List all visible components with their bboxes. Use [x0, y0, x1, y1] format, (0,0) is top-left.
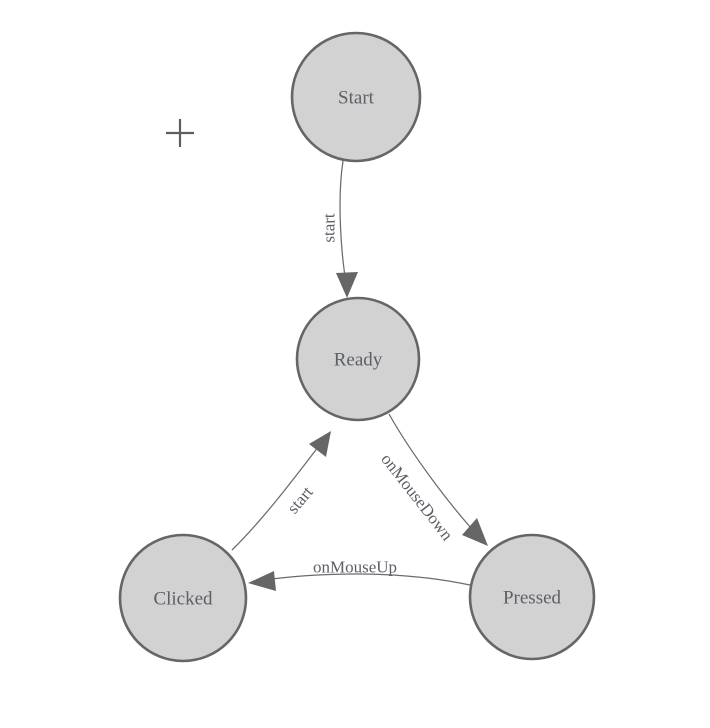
arrowhead-ready-to-pressed-icon: [462, 518, 488, 546]
arrowhead-start-to-ready-icon: [336, 272, 358, 298]
node-circle-pressed[interactable]: [468, 533, 596, 661]
edge-pressed-to-clicked[interactable]: onMouseUp: [248, 558, 471, 592]
node-circle-clicked[interactable]: [118, 533, 248, 663]
arrowhead-pressed-to-clicked-icon: [248, 571, 276, 591]
node-start[interactable]: Start: [290, 31, 422, 163]
edge-label-pressed-to-clicked: onMouseUp: [313, 558, 397, 577]
node-ready[interactable]: Ready: [295, 296, 421, 422]
node-pressed[interactable]: Pressed: [468, 533, 596, 661]
node-label-start: Start: [338, 88, 375, 109]
edge-start-to-ready[interactable]: start: [320, 160, 359, 298]
node-circle-ready[interactable]: [295, 296, 421, 422]
arrowhead-clicked-to-ready-icon: [309, 431, 331, 457]
edge-path-pressed-to-clicked: [256, 573, 471, 586]
node-label-pressed: Pressed: [503, 588, 562, 609]
markers-layer: [166, 119, 194, 147]
node-clicked[interactable]: Clicked: [118, 533, 248, 663]
node-circle-start[interactable]: [290, 31, 422, 163]
plus-crosshair-icon: [166, 119, 194, 147]
node-label-clicked: Clicked: [153, 589, 213, 610]
edge-label-start-to-ready: start: [320, 213, 339, 243]
node-label-ready: Ready: [334, 350, 383, 371]
